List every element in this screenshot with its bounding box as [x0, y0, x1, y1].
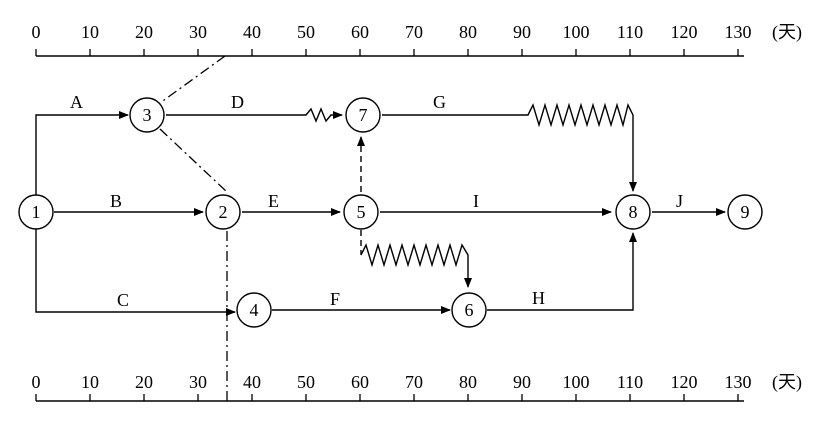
- activity-label-B: B: [110, 191, 122, 211]
- bottom-tick-label-50: 50: [297, 372, 315, 392]
- node-3-label: 3: [143, 105, 152, 125]
- node-7: 7: [345, 97, 381, 133]
- activity-D-arrow: [166, 107, 343, 123]
- node-4-label: 4: [250, 300, 259, 320]
- top-tick-label-40: 40: [243, 22, 261, 42]
- bottom-tick-label-20: 20: [135, 372, 153, 392]
- bottom-tick-label-130: 130: [725, 372, 752, 392]
- node-8-label: 8: [629, 202, 638, 222]
- node-1: 1: [18, 194, 54, 230]
- node-1-label: 1: [32, 202, 41, 222]
- bottom-tick-label-60: 60: [351, 372, 369, 392]
- bottom-unit-label: (天): [772, 372, 802, 393]
- node-3: 3: [129, 97, 165, 133]
- top-tick-label-50: 50: [297, 22, 315, 42]
- node-4: 4: [236, 292, 272, 328]
- nodes: 1 2 3 4 5 6 7 8: [18, 97, 763, 328]
- activity-label-G: G: [433, 92, 446, 112]
- activity-label-H: H: [532, 288, 545, 308]
- top-tick-label-30: 30: [189, 22, 207, 42]
- node-6-label: 6: [465, 300, 474, 320]
- activity-labels: A B C D E F G H I J: [70, 92, 683, 310]
- activity-label-F: F: [330, 289, 340, 309]
- node-9-label: 9: [741, 202, 750, 222]
- bottom-tick-label-120: 120: [671, 372, 698, 392]
- bottom-tick-label-110: 110: [617, 372, 643, 392]
- top-tick-label-70: 70: [405, 22, 423, 42]
- top-time-scale: 0 10 20 30 40 50 60 70 80 90 100 110 120 130 (天): [32, 22, 802, 57]
- top-tick-label-120: 120: [671, 22, 698, 42]
- check-line-segment-top: [159, 55, 226, 104]
- top-tick-label-90: 90: [513, 22, 531, 42]
- node-2: 2: [205, 194, 241, 230]
- node-6: 6: [451, 292, 487, 328]
- node-7-label: 7: [359, 105, 368, 125]
- activity-H-arrow: [487, 232, 637, 311]
- activity-A-arrow: [35, 111, 129, 197]
- top-tick-label-130: 130: [725, 22, 752, 42]
- bottom-tick-label-30: 30: [189, 372, 207, 392]
- activity-arrows: [35, 102, 726, 316]
- activity-label-C: C: [117, 290, 129, 310]
- top-tick-label-110: 110: [617, 22, 643, 42]
- top-tick-label-20: 20: [135, 22, 153, 42]
- top-tick-label-80: 80: [459, 22, 477, 42]
- bottom-tick-label-90: 90: [513, 372, 531, 392]
- top-unit-label: (天): [772, 22, 802, 43]
- bottom-tick-label-80: 80: [459, 372, 477, 392]
- node-8: 8: [615, 194, 651, 230]
- top-tick-label-60: 60: [351, 22, 369, 42]
- activity-label-A: A: [70, 92, 83, 112]
- activity-label-D: D: [231, 92, 244, 112]
- node-5-label: 5: [357, 202, 366, 222]
- node-2-label: 2: [219, 202, 228, 222]
- bottom-tick-label-100: 100: [563, 372, 590, 392]
- activity-label-I: I: [473, 191, 479, 211]
- dummy-5-6-wave: [360, 242, 472, 288]
- activity-C-arrow: [35, 229, 236, 316]
- bottom-tick-label-10: 10: [81, 372, 99, 392]
- activity-label-J: J: [676, 191, 683, 211]
- node-9: 9: [727, 194, 763, 230]
- top-tick-label-0: 0: [32, 22, 41, 42]
- check-line-segment-mid: [159, 128, 228, 193]
- check-line: [159, 55, 228, 401]
- bottom-tick-label-40: 40: [243, 372, 261, 392]
- activity-label-E: E: [268, 191, 279, 211]
- top-tick-label-100: 100: [563, 22, 590, 42]
- activity-G-arrow: [382, 102, 637, 192]
- top-tick-label-10: 10: [81, 22, 99, 42]
- bottom-time-scale: 0 10 20 30 40 50 60 70 80 90 100 110 120 130 (天): [32, 372, 802, 402]
- node-5: 5: [343, 194, 379, 230]
- bottom-tick-label-70: 70: [405, 372, 423, 392]
- bottom-tick-label-0: 0: [32, 372, 41, 392]
